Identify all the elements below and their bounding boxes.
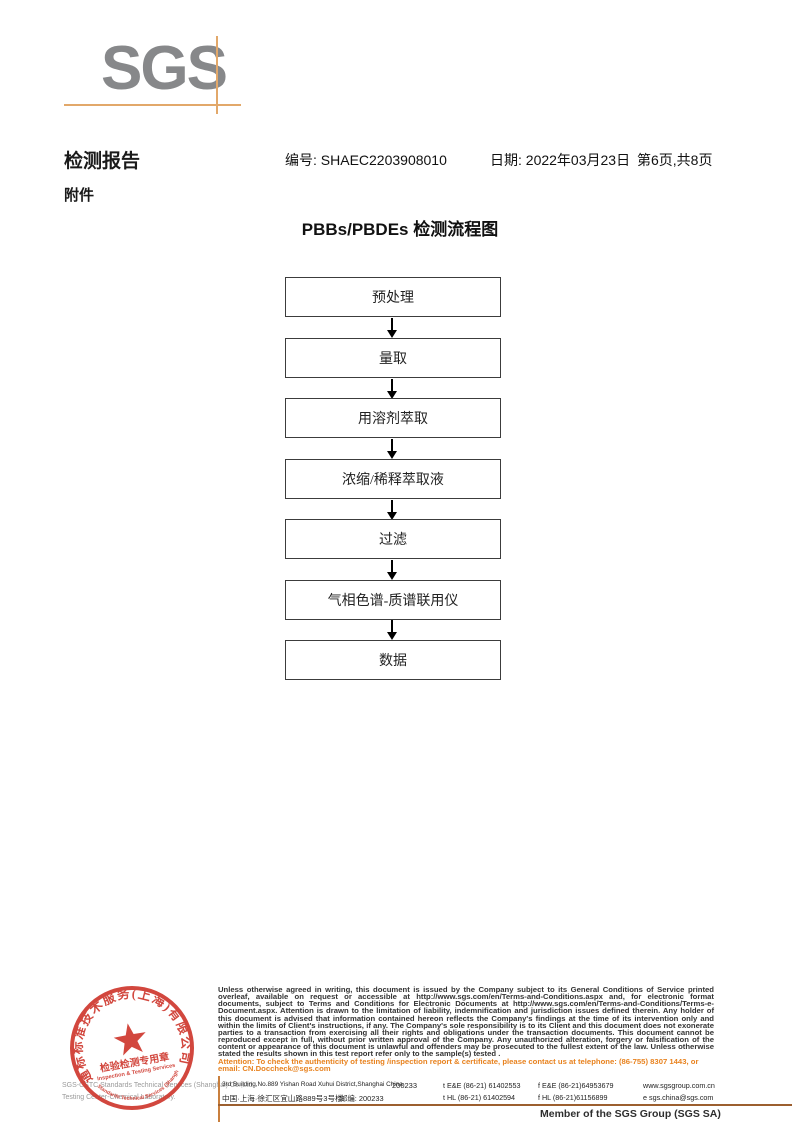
- sgs-group-member-text: Member of the SGS Group (SGS SA): [540, 1108, 721, 1120]
- flow-step-solvent-extraction: 用溶剂萃取: [285, 398, 501, 438]
- logo-horizontal-line: [64, 104, 241, 106]
- flow-step-concentrate-dilute: 浓缩/稀释萃取液: [285, 459, 501, 499]
- postcode-english: 200233: [392, 1081, 418, 1090]
- flow-arrow-icon: [387, 560, 397, 580]
- footer-vertical-divider: [218, 1076, 220, 1122]
- email-address: e sgs.china@sgs.com: [643, 1093, 714, 1102]
- attachment-label: 附件: [64, 188, 95, 204]
- logo-vertical-line: [216, 36, 218, 114]
- sgs-logo: SGS: [101, 34, 228, 103]
- flow-step-pretreatment: 预处理: [285, 277, 501, 317]
- page-indicator: 第6页,共8页: [637, 152, 713, 168]
- address-english: 3rd Building,No.889 Yishan Road Xuhui Di…: [222, 1081, 403, 1088]
- flow-step-filter: 过滤: [285, 519, 501, 559]
- inspection-stamp-seal: 通标标准技术服务(上海)有限公司 检验检测专用章 Inspection & Te…: [46, 964, 198, 1115]
- flow-arrow-icon: [387, 439, 397, 459]
- attention-notice-text: Attention: To check the authenticity of …: [218, 1057, 699, 1074]
- flow-arrow-icon: [387, 500, 397, 520]
- flowchart-title: PBBs/PBDEs 检测流程图: [301, 220, 499, 239]
- fax-ee: f E&E (86-21)64953679: [538, 1081, 614, 1090]
- flow-arrow-icon: [387, 620, 397, 640]
- flow-arrow-icon: [387, 379, 397, 399]
- report-number: 编号: SHAEC2203908010: [285, 152, 447, 168]
- report-title: 检测报告: [64, 151, 141, 172]
- company-name-en: SGS-CSTC Standards Technical Services (S…: [62, 1082, 255, 1089]
- legal-disclaimer-text: Unless otherwise agreed in writing, this…: [218, 985, 714, 1059]
- stamp-star-icon: [113, 1023, 146, 1056]
- stamp-bottom-arc-text: SGS-CSTC Standards Technical Services (S…: [46, 964, 184, 1115]
- postcode-chinese: 邮编: 200233: [340, 1094, 384, 1103]
- flow-arrow-icon: [387, 318, 397, 338]
- website-url: www.sgsgroup.com.cn: [643, 1081, 715, 1090]
- footer-horizontal-line: [218, 1104, 792, 1106]
- flow-step-gcms: 气相色谱-质谱联用仪: [285, 580, 501, 620]
- report-date: 日期: 2022年03月23日: [490, 152, 631, 168]
- phone-hl: t HL (86-21) 61402594: [443, 1093, 516, 1102]
- flow-step-data: 数据: [285, 640, 501, 680]
- fax-hl: f HL (86-21)61156899: [538, 1093, 608, 1102]
- stamp-circle: [70, 986, 194, 1110]
- company-lab-name: Testing Center-Chemical Laboratory.: [62, 1094, 176, 1101]
- address-chinese: 中国·上海·徐汇区宜山路889号3号楼: [222, 1094, 343, 1103]
- phone-ee: t E&E (86-21) 61402553: [443, 1081, 521, 1090]
- flow-step-measure: 量取: [285, 338, 501, 378]
